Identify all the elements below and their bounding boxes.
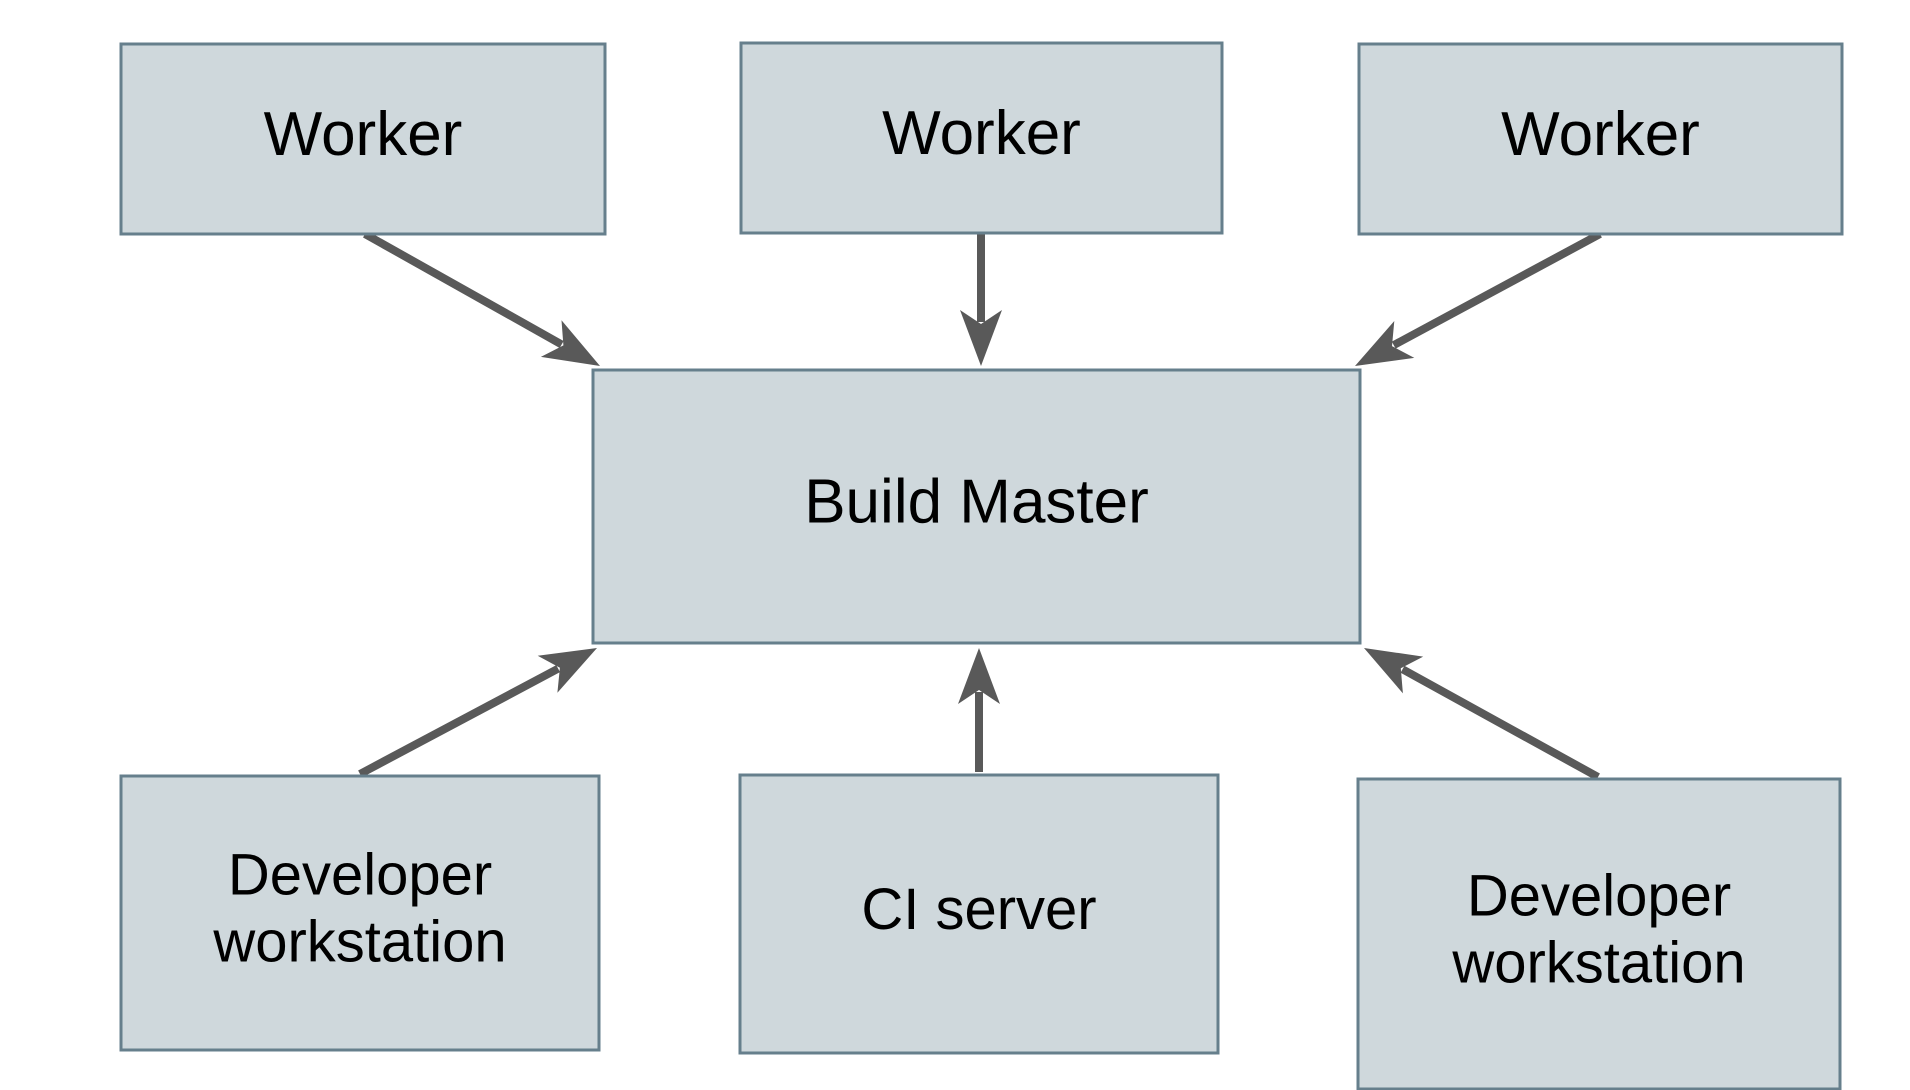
edge-shaft bbox=[358, 665, 561, 778]
node-label: Worker bbox=[882, 99, 1081, 168]
node-box[interactable] bbox=[1357, 42, 1844, 236]
edge-devws-right-to-master bbox=[1364, 648, 1600, 781]
arrowhead-icon bbox=[1364, 648, 1424, 694]
arrowhead-icon bbox=[960, 310, 1002, 366]
edge-worker-center-to-master bbox=[960, 233, 1002, 366]
node-ci-server[interactable]: CI server bbox=[738, 773, 1220, 1055]
node-label-line: workstation bbox=[1451, 931, 1745, 996]
node-label-line: Developer bbox=[1467, 864, 1731, 929]
node-box[interactable] bbox=[119, 42, 607, 236]
node-label-line: Worker bbox=[1501, 100, 1700, 169]
node-label: Worker bbox=[1501, 100, 1700, 169]
node-box[interactable] bbox=[739, 41, 1224, 235]
node-label: Worker bbox=[264, 100, 463, 169]
node-label-line: workstation bbox=[212, 910, 506, 975]
node-label: CI server bbox=[861, 877, 1096, 942]
edge-worker-left-to-master bbox=[363, 230, 600, 366]
node-box[interactable] bbox=[1356, 777, 1842, 1090]
arrowhead-icon bbox=[958, 648, 1000, 704]
node-label-line: Build Master bbox=[804, 468, 1149, 537]
node-label-line: CI server bbox=[861, 877, 1096, 942]
edges-layer bbox=[358, 230, 1602, 781]
node-worker-left[interactable]: Worker bbox=[119, 42, 607, 236]
node-label: Build Master bbox=[804, 468, 1149, 537]
node-label-line: Developer bbox=[228, 843, 492, 908]
node-label-line: Worker bbox=[882, 99, 1081, 168]
node-label-line: Worker bbox=[264, 100, 463, 169]
node-worker-center[interactable]: Worker bbox=[739, 41, 1224, 235]
arrowhead-icon bbox=[537, 648, 597, 693]
node-box[interactable] bbox=[119, 774, 601, 1052]
node-box[interactable] bbox=[591, 368, 1362, 645]
edge-devws-left-to-master bbox=[358, 648, 597, 778]
arrowhead-icon bbox=[540, 320, 600, 366]
edge-worker-right-to-master bbox=[1355, 230, 1602, 366]
node-build-master[interactable]: Build Master bbox=[591, 368, 1362, 645]
edge-shaft bbox=[1400, 665, 1600, 781]
edge-shaft bbox=[1391, 230, 1602, 349]
arrowhead-icon bbox=[1355, 321, 1415, 366]
node-worker-right[interactable]: Worker bbox=[1357, 42, 1844, 236]
edge-ci-server-to-master bbox=[958, 648, 1000, 772]
node-box[interactable] bbox=[738, 773, 1220, 1055]
edge-shaft bbox=[363, 230, 564, 348]
